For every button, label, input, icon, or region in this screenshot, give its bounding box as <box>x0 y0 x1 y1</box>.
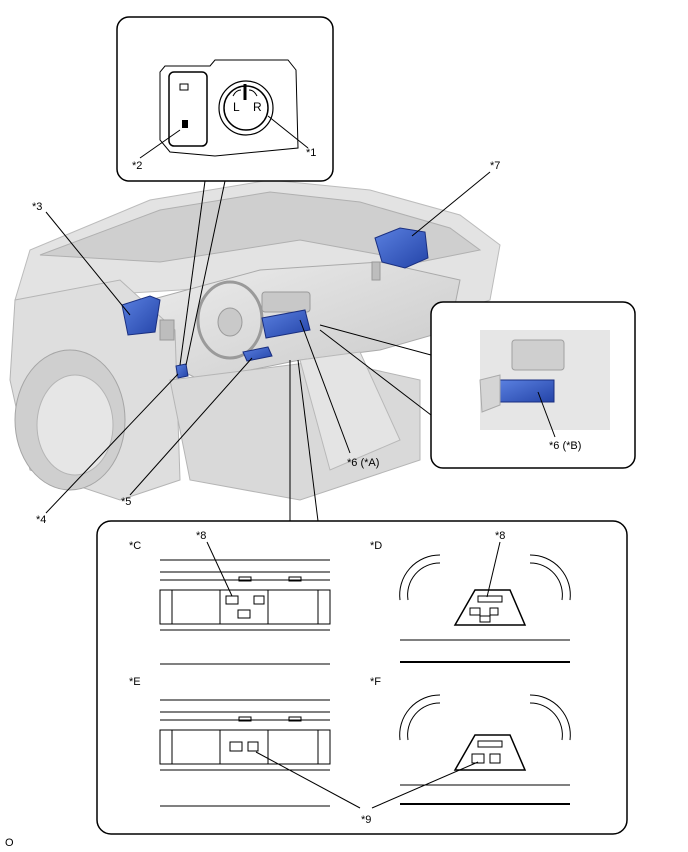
callout-3: *3 <box>32 201 43 213</box>
variant-e-label: *E <box>129 676 141 688</box>
callout-mirror-switch <box>116 16 334 182</box>
image-code: O <box>5 837 14 849</box>
callout-5: *5 <box>121 496 132 508</box>
callout-2: *2 <box>132 160 143 172</box>
variant-d-label: *D <box>370 540 383 552</box>
switch-l-label: L <box>233 100 240 114</box>
vehicle-interior <box>9 179 501 501</box>
callout-8-left: *8 <box>196 530 207 542</box>
switch-r-label: R <box>253 100 262 114</box>
callout-4: *4 <box>36 514 47 526</box>
callout-9: *9 <box>361 814 372 826</box>
variant-c-label: *C <box>129 540 142 552</box>
callout-7: *7 <box>490 160 501 172</box>
variant-f-label: *F <box>370 676 381 688</box>
leader-lines <box>45 115 556 809</box>
callout-8-right: *8 <box>495 530 506 542</box>
callout-6a: *6 (*A) <box>347 457 380 469</box>
callout-variant-b <box>430 301 636 469</box>
highlighted-parts <box>121 227 429 379</box>
callout-variants <box>96 520 628 835</box>
callout-1: *1 <box>306 147 317 159</box>
callout-6b: *6 (*B) <box>549 440 582 452</box>
